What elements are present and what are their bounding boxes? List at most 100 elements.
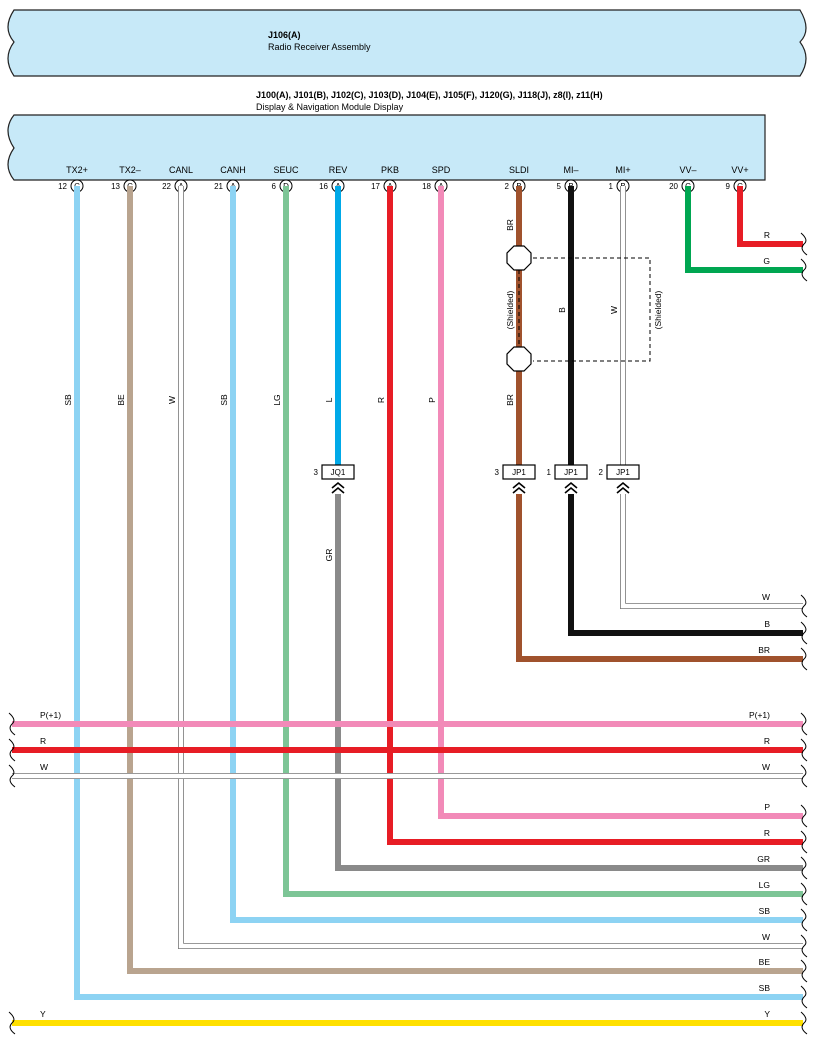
terminal-name: TX2– [119, 165, 141, 175]
wire-color-label: W [167, 396, 177, 404]
terminal-name: VV+ [731, 165, 748, 175]
main-box-title: J100(A), J101(B), J102(C), J103(D), J104… [256, 90, 603, 100]
right-break-mark [800, 985, 808, 1009]
right-wire-label: B [764, 619, 770, 629]
wire-color-label: P [427, 397, 437, 403]
shield-ground-top [506, 245, 532, 271]
left-break-mark [8, 712, 16, 736]
right-break-mark [800, 232, 808, 256]
terminal-name: MI– [563, 165, 578, 175]
radio-receiver-box [7, 9, 807, 77]
right-wire-label: R [764, 736, 770, 746]
wire-color-label: BR [505, 394, 515, 406]
right-break-mark [800, 764, 808, 788]
junction-connector [554, 464, 588, 480]
right-wire-label: Y [764, 1009, 770, 1019]
terminal-pin-number: 22 [162, 182, 171, 191]
junction-chevron [331, 481, 345, 489]
right-wire-label: SB [759, 906, 771, 916]
terminal-name: PKB [381, 165, 399, 175]
right-break-mark [800, 804, 808, 828]
right-wire-label: BR [758, 645, 770, 655]
wire-w [178, 186, 803, 949]
terminal-name: CANL [169, 165, 193, 175]
junction-name: JP1 [512, 468, 526, 477]
terminal-name: MI+ [615, 165, 630, 175]
right-break-mark [800, 1011, 808, 1035]
terminal-pin-number: 12 [58, 182, 67, 191]
right-wire-label: G [763, 256, 770, 266]
junction-pin: 1 [547, 468, 552, 477]
top-box-title: J106(A) [268, 30, 301, 40]
wire-color-label: B [557, 307, 567, 313]
right-break-mark [800, 738, 808, 762]
wire-color-label: SB [63, 394, 73, 406]
terminal-pin-number: 18 [422, 182, 431, 191]
left-break-mark [8, 1011, 16, 1035]
junction-connector [321, 464, 355, 480]
wire-w-out [620, 494, 803, 609]
junction-chevron [512, 481, 526, 489]
right-wire-label: W [762, 592, 770, 602]
wire-r [737, 186, 803, 247]
left-wire-label: Y [40, 1009, 46, 1019]
terminal-name: CANH [220, 165, 246, 175]
terminal-pin-number: 9 [726, 182, 731, 191]
junction-chevron [616, 486, 630, 494]
shield-line [533, 257, 651, 362]
shield-label: (Shielded) [505, 290, 515, 329]
junction-name: JP1 [564, 468, 578, 477]
right-break-mark [800, 712, 808, 736]
terminal-pin-number: 1 [609, 182, 614, 191]
terminal-pin-number: 13 [111, 182, 120, 191]
junction-name: JQ1 [331, 468, 346, 477]
wire-color-label: BR [505, 219, 515, 231]
junction-chevron [564, 486, 578, 494]
junction-chevron [331, 486, 345, 494]
terminal-pin-number: 5 [557, 182, 562, 191]
right-wire-label: SB [759, 983, 771, 993]
wire-color-label: W [609, 306, 619, 314]
right-wire-label: P [764, 802, 770, 812]
wire-color-label: BE [116, 394, 126, 406]
right-break-mark [800, 647, 808, 671]
junction-pin: 3 [314, 468, 319, 477]
right-break-mark [800, 594, 808, 618]
wire-p [438, 186, 803, 819]
terminal-name: REV [329, 165, 348, 175]
wire-lg [283, 186, 803, 897]
shield-label: (Shielded) [653, 290, 663, 329]
wire-be [127, 186, 803, 974]
display-module-box [7, 114, 766, 181]
wire-w-core [178, 186, 803, 949]
right-wire-label: R [764, 230, 770, 240]
right-break-mark [800, 830, 808, 854]
wire-b-out [568, 494, 803, 636]
terminal-pin-number: 21 [214, 182, 223, 191]
left-wire-label: W [40, 762, 48, 772]
terminal-name: VV– [679, 165, 696, 175]
right-break-mark [800, 258, 808, 282]
wire-sb [74, 186, 803, 1000]
terminal-name: SPD [432, 165, 451, 175]
left-wire-label: R [40, 736, 46, 746]
wire-r [387, 186, 803, 845]
wire-br-out [516, 494, 803, 662]
junction-chevron [512, 486, 526, 494]
right-break-mark [800, 882, 808, 906]
terminal-pin-number: 20 [669, 182, 678, 191]
junction-pin: 2 [599, 468, 604, 477]
wire-gr [335, 494, 803, 871]
left-break-mark [8, 738, 16, 762]
right-wire-label: BE [759, 957, 771, 967]
wire-color-label: L [324, 397, 334, 402]
terminal-name: TX2+ [66, 165, 88, 175]
right-wire-label: W [762, 762, 770, 772]
junction-chevron [616, 481, 630, 489]
left-break-mark [8, 764, 16, 788]
wire-color-label: LG [272, 394, 282, 405]
wire-color-label: SB [219, 394, 229, 406]
right-wire-label: LG [759, 880, 770, 890]
right-wire-label: W [762, 932, 770, 942]
